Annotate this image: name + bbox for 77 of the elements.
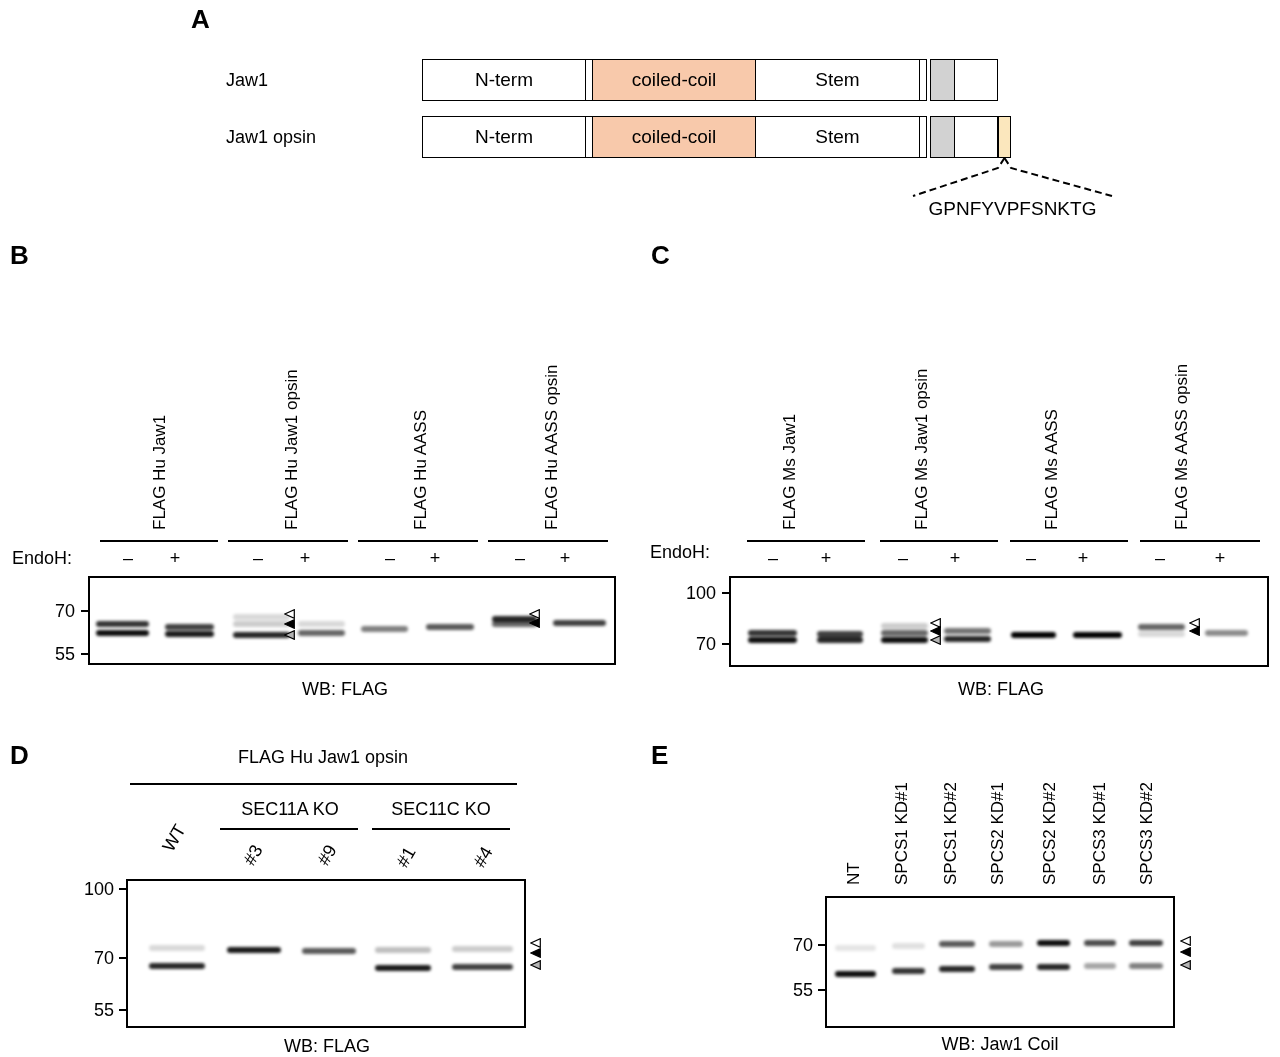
text-label: 70 xyxy=(792,936,813,954)
lane-label: FLAG Hu Jaw1 xyxy=(151,414,168,530)
text-label: + xyxy=(949,549,961,567)
text-label: 70 xyxy=(93,949,114,967)
panel-letter: B xyxy=(10,242,29,268)
lane-label: FLAG Ms Jaw1 opsin xyxy=(913,368,930,530)
lane-label: #4 xyxy=(470,843,496,871)
text-label: Jaw1 xyxy=(226,71,269,89)
domain-segment xyxy=(930,116,955,158)
text-label: Jaw1 opsin xyxy=(226,128,317,146)
text-label: + xyxy=(1214,549,1226,567)
domain-box: Stem xyxy=(755,59,920,101)
lane-label: NT xyxy=(845,862,862,885)
text-label: – xyxy=(1155,549,1165,567)
lane-label: #9 xyxy=(314,841,340,869)
lane-label: SPCS2 KD#2 xyxy=(1041,782,1058,885)
text-label: 100 xyxy=(83,880,114,898)
domain-box: coiled-coil xyxy=(592,59,756,101)
dashed-expansion-line xyxy=(912,157,1006,197)
text-label: 55 xyxy=(792,981,813,999)
text-label: EndoH: xyxy=(12,549,73,567)
text-label: – xyxy=(253,549,263,567)
text-label: 70 xyxy=(54,602,75,620)
text-label: + xyxy=(299,549,311,567)
lane-label: FLAG Ms AASS xyxy=(1043,409,1060,530)
text-label: – xyxy=(385,549,395,567)
lane-label: FLAG Ms AASS opsin xyxy=(1173,363,1190,530)
text-label: – xyxy=(515,549,525,567)
domain-segment xyxy=(919,59,927,101)
text-label: 55 xyxy=(54,645,75,663)
panel-letter: E xyxy=(651,742,669,768)
text-label: – xyxy=(768,549,778,567)
text-label: + xyxy=(559,549,571,567)
domain-segment xyxy=(954,116,998,158)
text-label: + xyxy=(169,549,181,567)
domain-box: N-term xyxy=(422,116,586,158)
text-label: WB: FLAG xyxy=(958,680,1044,698)
text-label: – xyxy=(123,549,133,567)
text-label: WB: Jaw1 Coil xyxy=(941,1035,1059,1053)
lane-label: WT xyxy=(159,821,189,855)
text-label: FLAG Hu Jaw1 opsin xyxy=(237,748,409,766)
domain-segment xyxy=(930,59,955,101)
lane-label: SPCS3 KD#1 xyxy=(1091,782,1108,885)
text-label: 100 xyxy=(685,584,716,602)
lane-label: FLAG Ms Jaw1 xyxy=(781,413,798,530)
panel-letter: A xyxy=(191,6,210,32)
domain-segment xyxy=(954,59,998,101)
text-label: + xyxy=(1077,549,1089,567)
domain-segment xyxy=(919,116,927,158)
text-label: WB: FLAG xyxy=(284,1037,370,1055)
lane-label: SPCS1 KD#1 xyxy=(893,782,910,885)
dashed-expansion-line xyxy=(1003,157,1113,197)
panel-letter: D xyxy=(10,742,29,768)
text-label: 55 xyxy=(93,1001,114,1019)
text-label: SEC11A KO xyxy=(241,800,339,818)
lane-label: SPCS2 KD#1 xyxy=(989,782,1006,885)
domain-box: coiled-coil xyxy=(592,116,756,158)
text-label: WB: FLAG xyxy=(302,680,388,698)
panel-letter: C xyxy=(651,242,670,268)
text-label: EndoH: xyxy=(650,543,711,561)
domain-box: N-term xyxy=(422,59,586,101)
domain-segment xyxy=(998,116,1011,158)
lane-label: #1 xyxy=(393,843,419,871)
lane-label: FLAG Hu Jaw1 opsin xyxy=(283,369,300,530)
text-label: – xyxy=(1026,549,1036,567)
text-label: 70 xyxy=(695,635,716,653)
lane-label: FLAG Hu AASS xyxy=(412,410,429,530)
text-label: + xyxy=(429,549,441,567)
domain-box: Stem xyxy=(755,116,920,158)
text-label: + xyxy=(820,549,832,567)
lane-label: #3 xyxy=(240,841,266,869)
lane-label: SPCS3 KD#2 xyxy=(1138,782,1155,885)
sequence-text: GPNFYVPFSNKTG xyxy=(905,196,1120,222)
text-label: – xyxy=(898,549,908,567)
lane-label: SPCS1 KD#2 xyxy=(942,782,959,885)
text-label: SEC11C KO xyxy=(391,800,491,818)
lane-label: FLAG Hu AASS opsin xyxy=(543,364,560,530)
